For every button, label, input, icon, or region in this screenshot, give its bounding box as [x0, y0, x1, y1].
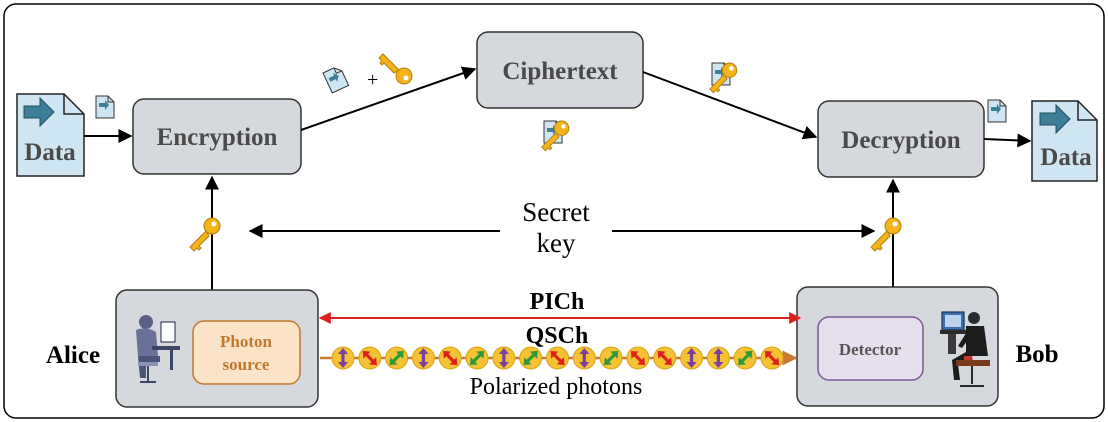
secret-key-line1: Secret [522, 197, 590, 227]
arrow-encryption-to-ciphertext [300, 66, 477, 131]
ciphertext-box [476, 31, 644, 109]
encryption-label: Encryption [157, 124, 278, 151]
photon-diagonal-red [358, 346, 382, 370]
photon-vertical [492, 346, 516, 370]
data-left-label: Data [24, 139, 76, 166]
photon-diagonal-red [653, 346, 677, 370]
small-document-icon [987, 99, 1007, 123]
bob-label: Bob [1015, 341, 1058, 368]
photon-diagonal-red [438, 346, 462, 370]
detector-box [817, 316, 924, 381]
photon-vertical [680, 346, 704, 370]
pich-label: PICh [530, 289, 585, 315]
photon-sequence [331, 346, 784, 370]
arrow-decryption-to-data [983, 133, 1032, 148]
data-document-left-icon: Data [16, 93, 85, 177]
plus-label: + [367, 69, 378, 91]
photon-diagonal-red [626, 346, 650, 370]
photon-diagonal-red [546, 346, 569, 370]
photon-vertical [411, 346, 435, 370]
photon-diagonal-green [733, 346, 757, 370]
secret-key-line2: key [537, 228, 576, 258]
photon-source-line1: Photon [220, 332, 273, 351]
photon-vertical [572, 346, 596, 370]
photon-diagonal-green [465, 346, 489, 370]
photon-diagonal-red [760, 346, 784, 370]
photon-vertical [706, 346, 730, 370]
data-right-label: Data [1040, 144, 1092, 171]
detector-label: Detector [839, 340, 902, 359]
photon-diagonal-green [599, 346, 623, 370]
photon-source-box [192, 320, 301, 385]
photon-diagonal-green [385, 346, 409, 370]
arrow-ciphertext-to-decryption [642, 71, 818, 140]
ciphertext-label: Ciphertext [502, 58, 618, 85]
decryption-label: Decryption [841, 127, 961, 154]
qsch-label: QSCh [526, 323, 589, 349]
alice-person-icon [136, 315, 180, 383]
small-document-icon [95, 95, 115, 119]
data-document-right-icon: Data [1031, 100, 1098, 182]
alice-label: Alice [46, 342, 100, 369]
photon-diagonal-green [519, 346, 543, 370]
encryption-box [132, 98, 302, 175]
photon-source-line2: source [223, 355, 270, 374]
photon-vertical [331, 346, 355, 370]
polarized-photons-label: Polarized photons [470, 374, 643, 400]
bob-person-icon [940, 311, 990, 387]
